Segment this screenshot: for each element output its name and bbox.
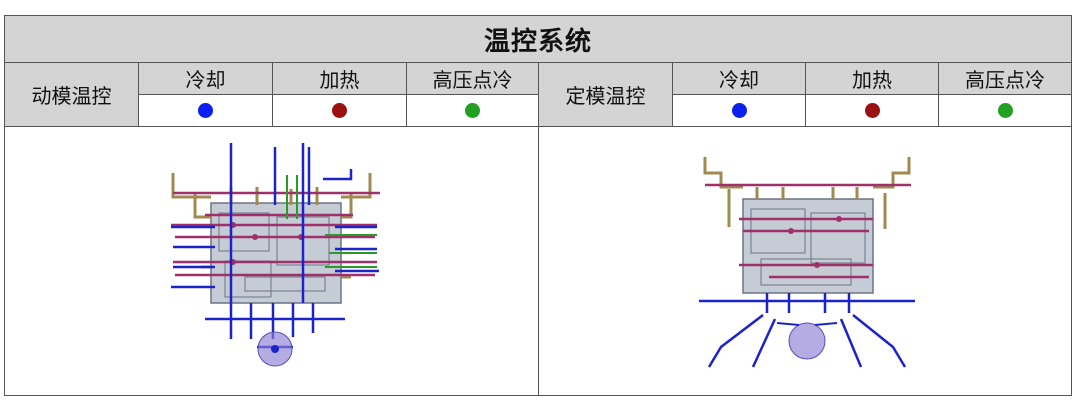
spot-cooling-dot [465, 103, 480, 118]
moving-spot-cooling-header: 高压点冷 [407, 63, 539, 95]
fixed-cooling-legend [673, 95, 806, 127]
heating-dot [332, 103, 347, 118]
moving-mold-drawing [171, 143, 380, 367]
cooling-dot [731, 103, 747, 118]
heating-dot [864, 103, 880, 118]
spot-cooling-lines [286, 175, 377, 268]
fixed-cooling-header: 冷却 [673, 63, 806, 95]
moving-heating-header: 加热 [273, 63, 407, 95]
fixed-heating-header: 加热 [806, 63, 939, 95]
fittings [703, 157, 911, 229]
fixed-spot-cooling-header: 高压点冷 [939, 63, 1071, 95]
heating-lines [705, 183, 911, 279]
mold-body [210, 202, 342, 304]
fixed-mold-diagram [539, 127, 1071, 395]
table-title: 温控系统 [5, 16, 1071, 63]
fixed-heating-legend [806, 95, 939, 127]
fixed-mold-label: 定模温控 [539, 63, 673, 127]
moving-mold-label: 动模温控 [5, 63, 139, 127]
cooling-dot [198, 103, 213, 118]
moving-cooling-legend [139, 95, 273, 127]
spot-cooling-dot [997, 103, 1013, 118]
fixed-spot-cooling-legend [939, 95, 1071, 127]
temperature-control-table: 温控系统 动模温控 冷却 加热 高压点冷 定模温控 冷却 加热 高压点冷 [4, 15, 1072, 396]
heating-lines [171, 191, 380, 277]
cooling-lines [699, 293, 915, 368]
cooling-lines [171, 143, 379, 349]
moving-spot-cooling-legend [407, 95, 539, 127]
sprue [788, 322, 826, 360]
moving-heating-legend [273, 95, 407, 127]
fixed-mold-drawing [699, 157, 915, 368]
moving-cooling-header: 冷却 [139, 63, 273, 95]
moving-mold-diagram [5, 127, 539, 395]
